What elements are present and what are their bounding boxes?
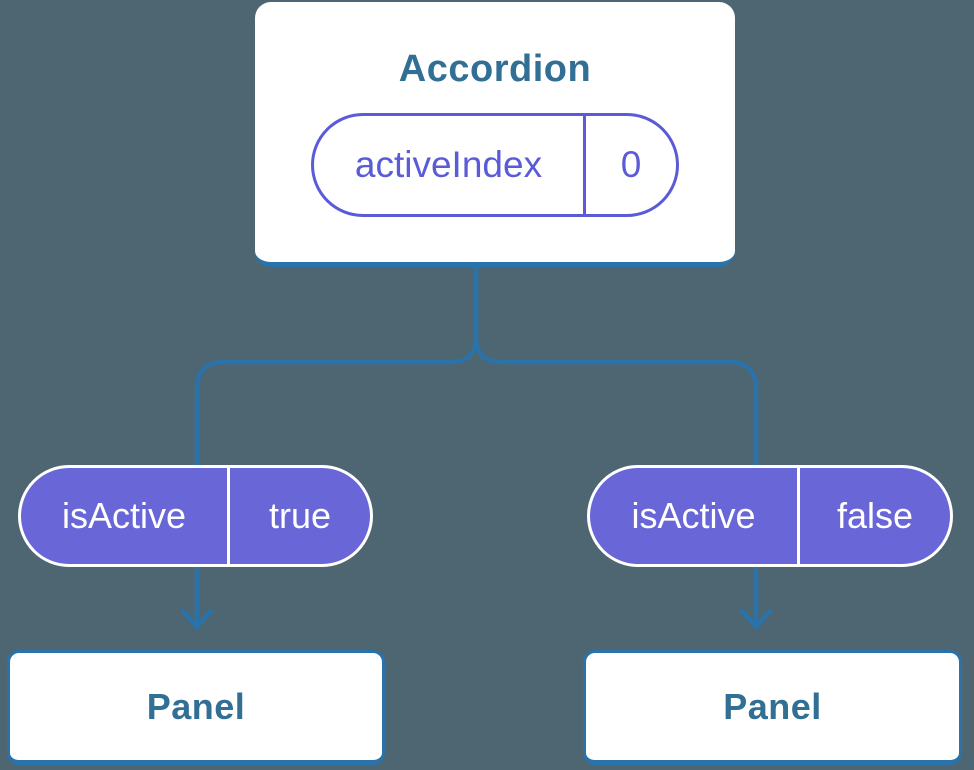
prop-pill-left-name: isActive — [61, 495, 187, 536]
arrowhead-right-icon — [739, 608, 773, 630]
state-pill-name: activeIndex — [354, 144, 543, 185]
prop-pill-right-value: false — [836, 495, 914, 536]
panel-right-title: Panel — [723, 685, 822, 727]
panel-card-right: Panel — [583, 650, 962, 765]
accordion-card: Accordion activeIndex 0 — [255, 2, 735, 267]
panel-card-left: Panel — [7, 650, 385, 765]
prop-pill-right-divider — [797, 468, 800, 564]
prop-pill-right-name: isActive — [631, 495, 756, 536]
panel-left-title: Panel — [146, 685, 246, 727]
state-pill: activeIndex 0 — [311, 113, 679, 217]
prop-pill-left: isActive true — [18, 465, 373, 567]
state-pill-value: 0 — [620, 144, 642, 185]
prop-pill-right: isActive false — [587, 465, 953, 567]
state-pill-divider — [583, 116, 586, 214]
prop-pill-left-value: true — [268, 495, 332, 536]
prop-pill-left-divider — [227, 468, 230, 564]
accordion-title: Accordion — [398, 48, 592, 90]
connector-branch-left — [194, 264, 479, 629]
connector-branch-right — [473, 264, 759, 629]
arrowhead-left-icon — [180, 608, 214, 630]
